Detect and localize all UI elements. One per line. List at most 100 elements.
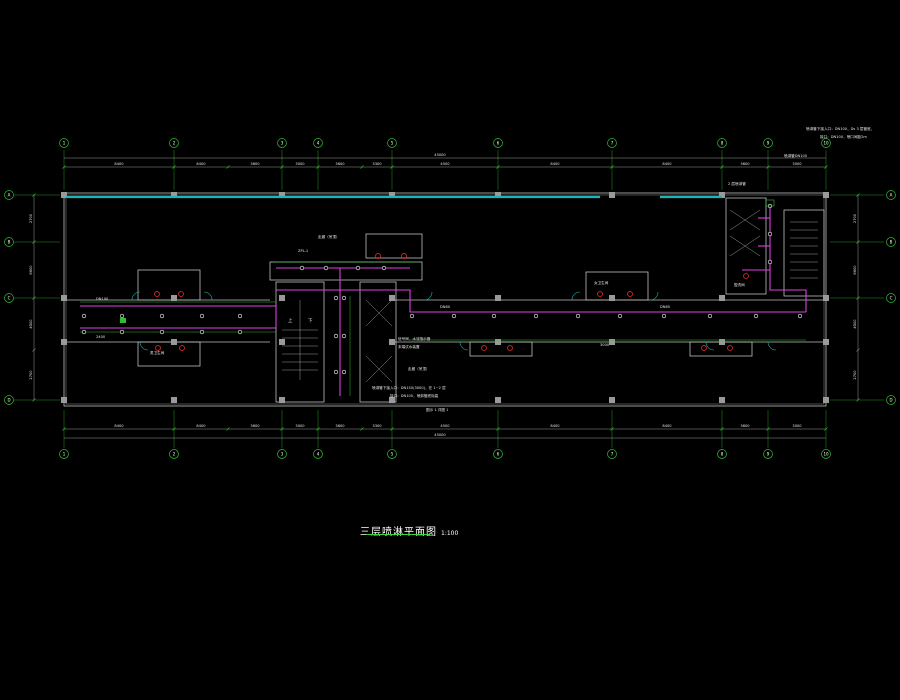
pipe-main-east <box>276 289 806 313</box>
dim-right-1: 6600 <box>853 265 857 275</box>
note-hall-1: 走廊（吊顶） <box>318 234 340 239</box>
dim-left-2: 4500 <box>29 319 33 329</box>
axis-bottom-8: 8 <box>717 449 727 459</box>
axis-top-3-label: 3 <box>281 140 284 145</box>
drawing-title: 三层喷淋平面图 <box>360 527 437 538</box>
dim-top-10: 3000 <box>792 162 802 166</box>
axis-bottom-3-label: 3 <box>281 451 284 456</box>
stair-up-label: 上 <box>288 317 293 324</box>
toilet-block-west-north <box>137 269 201 301</box>
riser-symbols <box>154 253 749 351</box>
sprinkler-head <box>237 329 243 335</box>
column <box>171 339 177 345</box>
axis-top-9: 9 <box>763 138 773 148</box>
column <box>719 397 725 403</box>
axis-top-8: 8 <box>717 138 727 148</box>
sprinkler-head <box>333 295 339 301</box>
dim-left-0: 2700 <box>29 213 33 223</box>
building-walls <box>63 192 827 407</box>
axis-top-6-label: 6 <box>497 140 500 145</box>
column <box>719 339 725 345</box>
sprinkler-head <box>333 369 339 375</box>
axis-top-2-label: 2 <box>173 140 176 145</box>
dim-bottom-10: 3000 <box>792 424 802 428</box>
column <box>171 192 177 198</box>
axis-left-B-label: B <box>8 239 11 244</box>
axis-left-D-label: D <box>7 397 10 402</box>
dim-top-2: 3600 <box>250 162 260 166</box>
column <box>719 295 725 301</box>
axis-top-7-label: 7 <box>611 140 614 145</box>
sprinkler-head <box>299 265 305 271</box>
dim-bottom-4: 3600 <box>335 424 345 428</box>
axis-top-1-label: 1 <box>63 140 66 145</box>
axis-bottom-5-label: 5 <box>391 451 394 456</box>
dim-top-8: 8400 <box>662 162 672 166</box>
column <box>823 339 829 345</box>
note-top-right-1: 喷淋管下接入口：DN100，Ds 3 层管底， <box>806 126 874 131</box>
column <box>389 339 395 345</box>
dim-total-bottom: 45000 <box>434 433 446 437</box>
dim-bottom-0: 8400 <box>114 424 124 428</box>
dim-bottom-2: 3600 <box>250 424 260 428</box>
column <box>279 192 285 198</box>
sprinkler-head <box>81 329 87 335</box>
dim-top-4: 3600 <box>335 162 345 166</box>
toilet-block-west-south <box>137 341 201 367</box>
sprinkler-head <box>341 333 347 339</box>
axis-bottom-1: 1 <box>59 449 69 459</box>
column <box>719 192 725 198</box>
axis-bottom-5: 5 <box>387 449 397 459</box>
axis-top-8-label: 8 <box>721 140 724 145</box>
sprinkler-head <box>767 231 773 237</box>
sprinkler-head <box>617 313 623 319</box>
column <box>389 192 395 198</box>
axis-bottom-3: 3 <box>277 449 287 459</box>
sprinkler-head <box>333 333 339 339</box>
sprinkler-head <box>199 313 205 319</box>
sprinkler-head <box>159 329 165 335</box>
axis-top-9-label: 9 <box>767 140 770 145</box>
axis-bottom-10-label: 10 <box>823 451 829 456</box>
axis-bottom-4-label: 4 <box>317 451 320 456</box>
axis-left-A-label: A <box>8 192 11 197</box>
sprinkler-head <box>707 313 713 319</box>
axis-top-10-label: 10 <box>823 140 829 145</box>
axis-left-D: D <box>4 395 14 405</box>
column <box>171 295 177 301</box>
column <box>61 397 67 403</box>
pipe-label-dn80: DN80 <box>440 305 451 309</box>
dim-top-7: 8400 <box>550 162 560 166</box>
axis-right-A-label: A <box>890 192 893 197</box>
axis-right-A: A <box>886 190 896 200</box>
structural-columns <box>61 192 829 403</box>
axis-top-6: 6 <box>493 138 503 148</box>
sprinkler-head <box>381 265 387 271</box>
sprinkler-head <box>355 265 361 271</box>
valve-label: 信号阀、水流指示器 <box>398 336 431 341</box>
axis-bottom-4: 4 <box>313 449 323 459</box>
pipe-label-dn65: DN65 <box>660 305 670 309</box>
elevator-shaft <box>359 281 397 403</box>
sprinkler-head <box>661 313 667 319</box>
axis-right-C-label: C <box>890 295 893 300</box>
axis-bottom-6: 6 <box>493 449 503 459</box>
column <box>389 295 395 301</box>
pipe-seg-2: 3000 <box>600 343 610 347</box>
column <box>609 339 615 345</box>
valve-label-2: 末端试水装置 <box>398 344 420 349</box>
sprinkler-head <box>81 313 87 319</box>
door-swings <box>131 291 777 351</box>
axis-top-5: 5 <box>387 138 397 148</box>
column <box>279 295 285 301</box>
sprinkler-head <box>119 313 125 319</box>
axis-bottom-7: 7 <box>607 449 617 459</box>
dim-top-5: 3300 <box>372 162 382 166</box>
title-underline <box>366 534 430 535</box>
annotations: 喷淋管下接入口：DN100，Ds 3 层管底， 接口：DN100，喷口间距2m … <box>96 126 874 412</box>
axis-left-C: C <box>4 293 14 303</box>
column <box>61 295 67 301</box>
drawing-scale: 1:100 <box>441 530 459 537</box>
column <box>495 192 501 198</box>
